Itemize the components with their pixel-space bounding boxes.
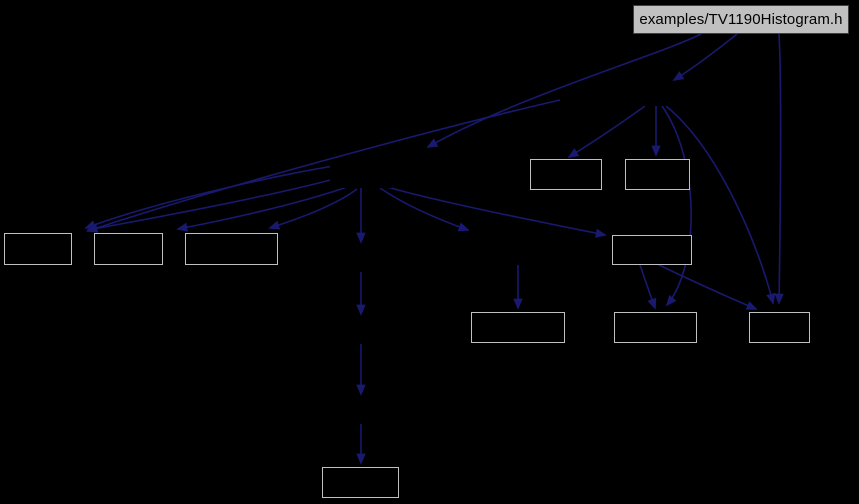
graph-edge: [86, 99, 561, 233]
graph-node[interactable]: [330, 398, 392, 424]
graph-edge: [639, 264, 657, 310]
graph-node[interactable]: [330, 246, 392, 272]
graph-edge: [383, 185, 607, 238]
graph-edge: [86, 175, 346, 233]
graph-edge: [84, 163, 349, 230]
graph-node[interactable]: [330, 162, 392, 188]
graph-node[interactable]: [94, 233, 163, 265]
graph-node[interactable]: [185, 233, 278, 265]
graph-node[interactable]: [471, 312, 565, 343]
graph-edge: [567, 105, 646, 158]
graph-node[interactable]: [628, 82, 686, 106]
graph-node[interactable]: [530, 159, 602, 190]
graph-edge: [774, 33, 784, 305]
graph-node[interactable]: [4, 233, 72, 265]
graph-node[interactable]: [749, 312, 810, 343]
graph-node[interactable]: [614, 312, 697, 343]
graph-edge: [661, 105, 692, 307]
graph-node[interactable]: [625, 159, 690, 190]
graph-edge: [268, 188, 358, 230]
graph-edge: [672, 33, 738, 81]
graph-edge: [654, 262, 758, 310]
graph-node-root[interactable]: examples/TV1190Histogram.h: [633, 5, 849, 34]
graph-edge: [379, 187, 470, 232]
graph-node-label: examples/TV1190Histogram.h: [639, 11, 843, 28]
graph-node[interactable]: [330, 318, 392, 344]
graph-edge: [665, 105, 776, 305]
graph-node[interactable]: [612, 235, 692, 265]
graph-edge: [176, 185, 351, 232]
graph-node[interactable]: [322, 467, 399, 498]
